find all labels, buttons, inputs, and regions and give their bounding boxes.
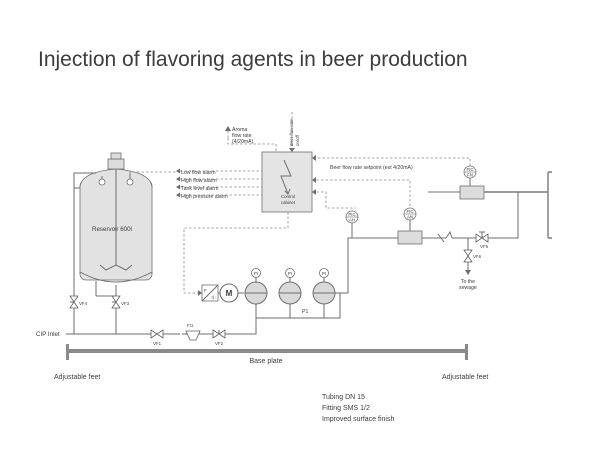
beer-onoff-label-1: Beer flow rate bbox=[289, 118, 294, 146]
valve-vf1[interactable] bbox=[150, 329, 164, 339]
pump-group-label: P1 bbox=[302, 309, 308, 315]
base-plate-label: Base plate bbox=[249, 358, 282, 365]
alarm-low-flow: Low flow alarm bbox=[181, 170, 216, 176]
fic-top-tag: FIC bbox=[466, 167, 473, 172]
valve-label-vf1: VF1 bbox=[153, 341, 162, 346]
pressure-controller bbox=[345, 210, 359, 238]
drive-label-f: F bbox=[204, 288, 207, 293]
valve-label-vf2: VF2 bbox=[215, 341, 224, 346]
filter-fi1 bbox=[182, 330, 206, 341]
valve-label-vf5: VF5 bbox=[480, 244, 489, 249]
control-cabinet-label-2: cabinet bbox=[281, 200, 296, 205]
valve-vf2[interactable] bbox=[212, 329, 226, 339]
valve-vf4[interactable] bbox=[69, 295, 79, 309]
sewage-label-1: To the bbox=[461, 279, 475, 285]
cip-inlet-label: CIP Inlet bbox=[36, 331, 60, 338]
fic-mid-tag: FIC bbox=[406, 209, 413, 214]
note-tubing: Tubing DN 15 bbox=[322, 394, 365, 401]
base-plate bbox=[66, 344, 468, 360]
sewage-label-2: sewage bbox=[459, 285, 477, 291]
pic-func: AH bbox=[349, 218, 355, 223]
valve-vf3[interactable] bbox=[111, 295, 121, 309]
pump-2-gauge: PI bbox=[288, 271, 292, 276]
control-cabinet bbox=[261, 151, 313, 213]
drive-label-s: Ⓢ bbox=[211, 294, 216, 301]
instrument-signal-2 bbox=[312, 179, 411, 208]
pump-manifold bbox=[255, 293, 341, 319]
aroma-label-3: (4/20mA) bbox=[232, 139, 254, 145]
tank-level-signal bbox=[129, 171, 176, 174]
motor-control-signal bbox=[183, 212, 289, 294]
setpoint-label: Beer flow rate setpoint (ext 4/20mA) bbox=[330, 165, 413, 171]
alarm-tank-level: Tank level alarm bbox=[181, 186, 218, 192]
aroma-arrow bbox=[225, 126, 231, 131]
variable-speed-drive bbox=[201, 284, 219, 302]
aroma-label-1: Aroma bbox=[232, 127, 247, 133]
pump-1-gauge: PI bbox=[254, 271, 258, 276]
reservoir-tank bbox=[79, 152, 153, 283]
pump-1 bbox=[244, 268, 268, 305]
beer-onoff-label-2: on/off bbox=[295, 134, 300, 146]
valve-vf6[interactable] bbox=[463, 249, 473, 263]
adjustable-feet-right: Adjustable feet bbox=[442, 374, 488, 381]
alarm-high-flow: High flow alarm bbox=[181, 178, 217, 184]
adjustable-feet-left: Adjustable feet bbox=[54, 374, 100, 381]
alarm-lines bbox=[176, 168, 262, 198]
fic-top-func: FN bbox=[467, 173, 473, 178]
note-finish: Improved surface finish bbox=[322, 416, 394, 423]
note-fitting: Fitting SMS 1/2 bbox=[322, 405, 370, 412]
aroma-label-2: flow rate bbox=[232, 133, 252, 139]
pic-tag: PIC bbox=[348, 212, 355, 217]
recirculation-line bbox=[73, 172, 96, 189]
sewage-arrow bbox=[465, 270, 471, 275]
valve-label-vf3: VF3 bbox=[121, 301, 130, 306]
motor-label: M bbox=[226, 289, 233, 298]
pump-3 bbox=[312, 268, 336, 305]
setpoint-signal bbox=[312, 157, 471, 166]
control-cabinet-label-1: Control bbox=[281, 194, 295, 199]
alarm-high-pressure: High pressure alarm bbox=[181, 194, 228, 200]
pump-3-gauge: PI bbox=[322, 271, 326, 276]
instrument-signal-1 bbox=[312, 191, 356, 209]
filter-label: FI1 bbox=[187, 323, 194, 328]
aroma-flow-meter bbox=[397, 230, 453, 245]
valve-label-vf6: VF6 bbox=[473, 254, 482, 259]
reservoir-label: Reservoir 600l bbox=[92, 226, 132, 233]
page-title: Injection of flavoring agents in beer pr… bbox=[38, 48, 468, 71]
valve-label-vf4: VF4 bbox=[79, 301, 88, 306]
beer-flow-meter bbox=[459, 185, 485, 200]
discharge-line bbox=[335, 237, 398, 294]
flow-controller-beer bbox=[463, 165, 477, 186]
flow-controller-aroma bbox=[403, 207, 417, 231]
valve-vf5[interactable] bbox=[475, 231, 489, 243]
fic-mid-func: AN bbox=[407, 215, 413, 220]
